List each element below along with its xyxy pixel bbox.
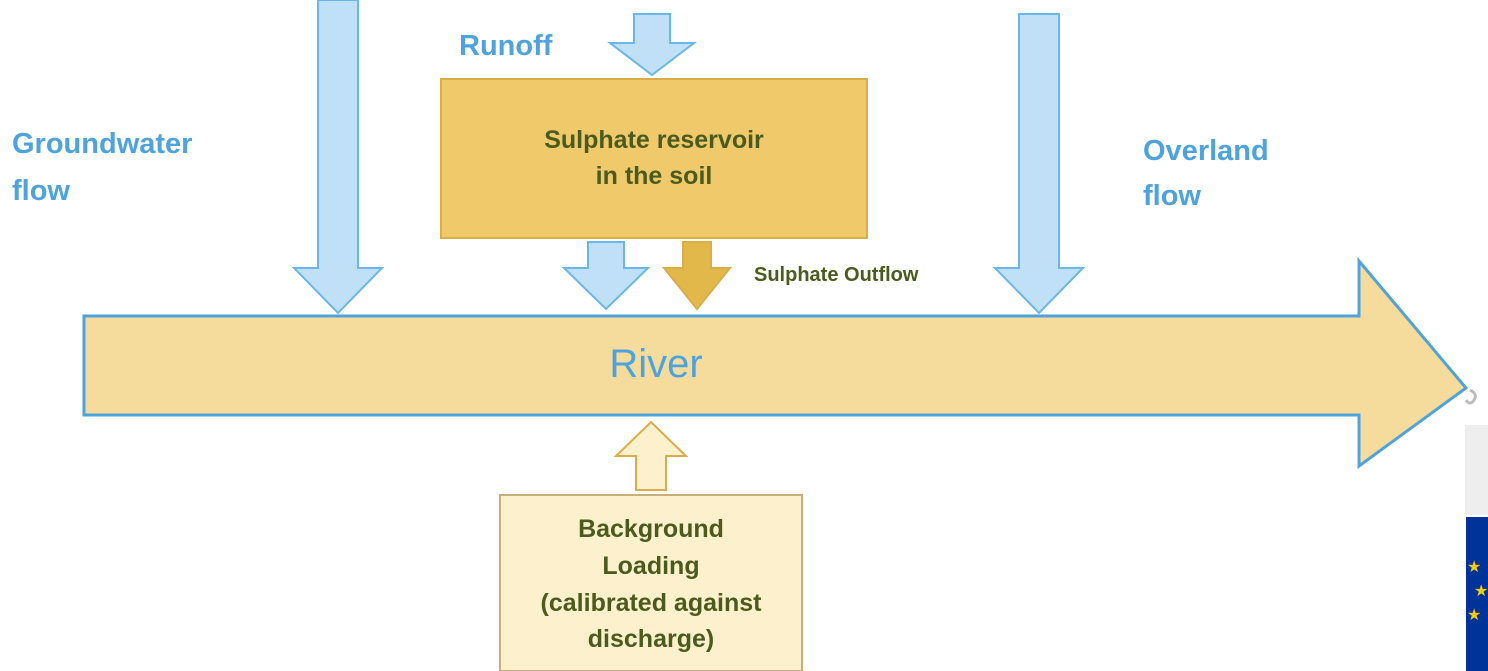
reservoir-label-line1: Sulphate reservoir bbox=[544, 126, 764, 154]
groundwater-flow-arrow bbox=[291, 0, 385, 315]
runoff-arrow bbox=[607, 13, 697, 77]
background-loading-box bbox=[499, 494, 803, 671]
river-arrow bbox=[82, 256, 1469, 469]
grey-panel bbox=[1465, 425, 1488, 515]
sulphate-reservoir-box bbox=[440, 78, 868, 239]
groundwater-label-line2: flow bbox=[12, 175, 70, 207]
eu-flag-icon: ★ ★ ★ bbox=[1466, 517, 1488, 671]
svg-text:★: ★ bbox=[1467, 559, 1481, 576]
overland-label-line1: Overland bbox=[1143, 135, 1269, 167]
background-label-line3: (calibrated against bbox=[541, 589, 763, 617]
background-label-line2: Loading bbox=[602, 552, 699, 580]
overland-label-line2: flow bbox=[1143, 180, 1201, 212]
svg-text:★: ★ bbox=[1474, 583, 1488, 600]
runoff-label: Runoff bbox=[459, 30, 553, 62]
reservoir-water-arrow bbox=[561, 241, 651, 311]
sulphate-outflow-label: Sulphate Outflow bbox=[754, 264, 919, 286]
background-loading-arrow bbox=[613, 420, 689, 491]
sulphate-outflow-arrow bbox=[661, 241, 733, 311]
background-label-line4: discharge) bbox=[588, 625, 714, 653]
reservoir-label-line2: in the soil bbox=[596, 162, 713, 190]
svg-text:★: ★ bbox=[1467, 607, 1481, 624]
river-label: River bbox=[609, 342, 702, 386]
decorative-swirl-icon bbox=[1464, 388, 1477, 405]
groundwater-label-line1: Groundwater bbox=[12, 128, 192, 160]
overland-flow-arrow bbox=[992, 13, 1086, 315]
background-label-line1: Background bbox=[578, 515, 724, 543]
